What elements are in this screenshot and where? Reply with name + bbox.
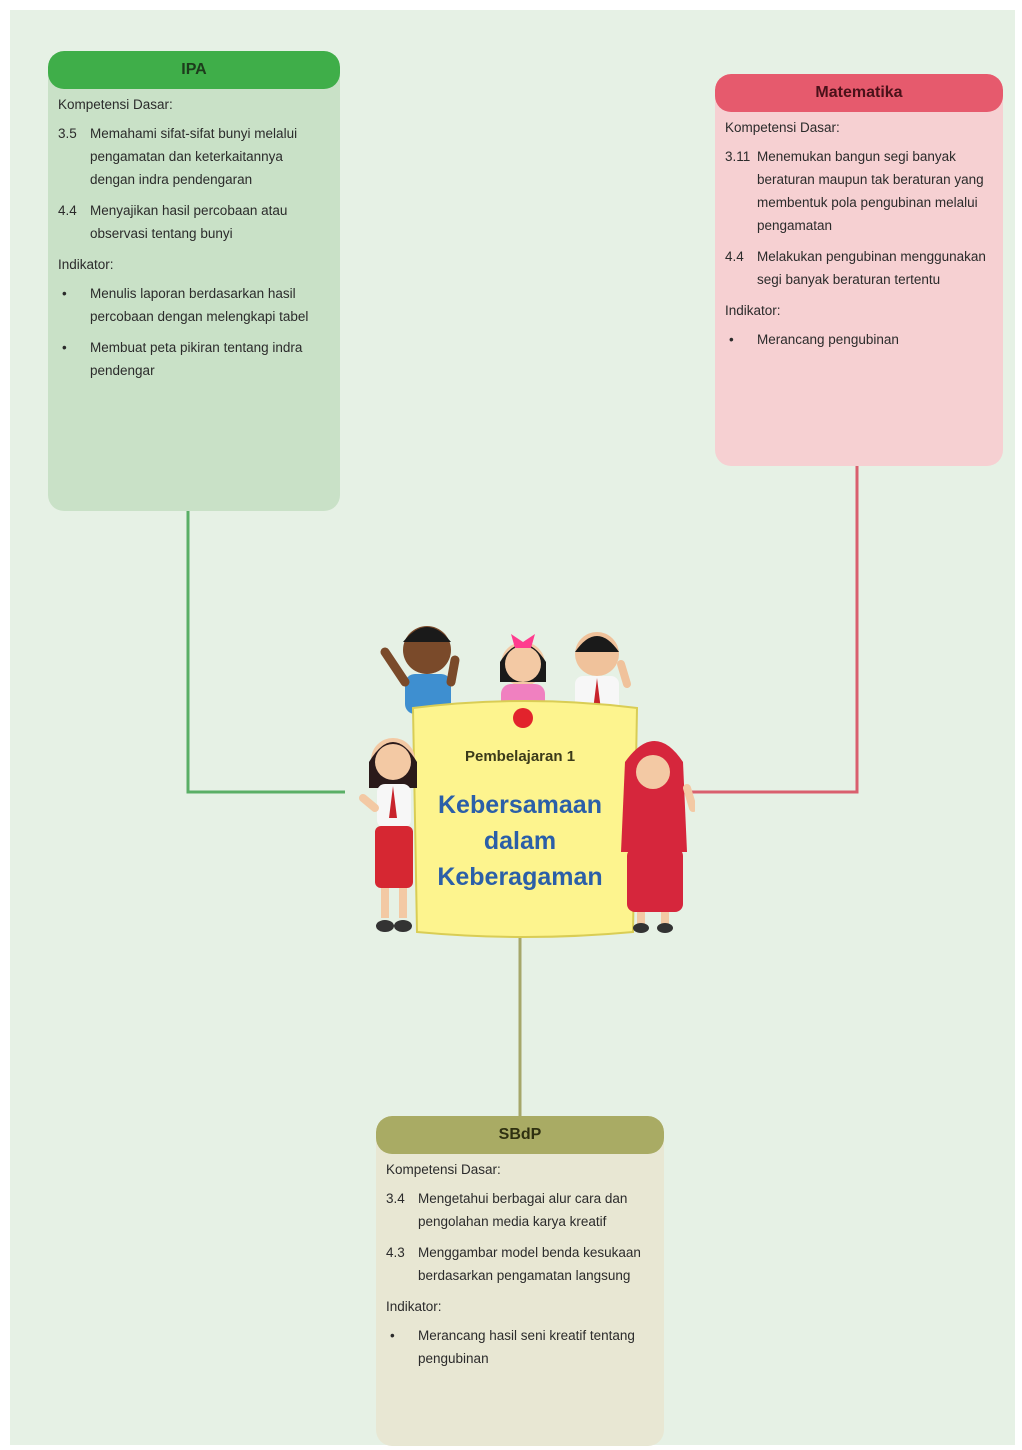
kd-number: 4.4 — [725, 249, 744, 264]
indicator-item: • Merancang pengubinan — [725, 328, 991, 351]
card-title: SBdP — [376, 1116, 664, 1154]
boy-left-figure — [380, 626, 460, 714]
kd-text: Menemukan bangun segi banyak beraturan m… — [757, 149, 984, 233]
kd-number: 3.11 — [725, 149, 751, 164]
kd-item: 4.3 Menggambar model benda kesukaan berd… — [386, 1241, 652, 1287]
card-sbdp: SBdP Kompetensi Dasar: 3.4 Mengetahui be… — [376, 1116, 664, 1446]
indicator-item: • Merancang hasil seni kreatif tentang p… — [386, 1324, 652, 1370]
boy-right-figure — [575, 632, 631, 714]
kd-label: Kompetensi Dasar: — [725, 120, 840, 135]
girl-left-figure — [359, 738, 417, 932]
kd-label: Kompetensi Dasar: — [386, 1162, 501, 1177]
bullet-icon: • — [729, 332, 734, 347]
bullet-icon: • — [62, 286, 67, 301]
bullet-icon: • — [62, 340, 67, 355]
indicator-item: • Membuat peta pikiran tentang indra pen… — [58, 336, 328, 382]
kd-number: 4.4 — [58, 203, 77, 218]
indicator-label: Indikator: — [386, 1299, 442, 1314]
indicator-text: Menulis laporan berdasarkan hasil percob… — [90, 286, 309, 324]
kd-item: 4.4 Menyajikan hasil percobaan atau obse… — [58, 199, 328, 245]
indicator-text: Merancang pengubinan — [757, 332, 899, 347]
card-title: IPA — [48, 51, 340, 89]
theme-title: Kebersamaan dalam Keberagaman — [437, 791, 603, 891]
kd-item: 3.5 Memahami sifat-sifat bunyi melalui p… — [58, 122, 328, 191]
girl-right-figure — [621, 741, 695, 933]
indicator-text: Membuat peta pikiran tentang indra pende… — [90, 340, 303, 378]
indicator-item: • Menulis laporan berdasarkan hasil perc… — [58, 282, 328, 328]
pin-icon — [513, 708, 533, 728]
indicator-label: Indikator: — [725, 303, 781, 318]
card-title: Matematika — [715, 74, 1003, 112]
children-illustration — [359, 626, 695, 938]
bullet-icon: • — [390, 1328, 395, 1343]
kd-label: Kompetensi Dasar: — [58, 97, 173, 112]
center-title-block: Pembelajaran 1 Kebersamaan dalam Keberag… — [410, 748, 630, 895]
kd-text: Menyajikan hasil percobaan atau observas… — [90, 203, 288, 241]
kd-text: Memahami sifat-sifat bunyi melalui penga… — [90, 126, 298, 187]
indicator-label: Indikator: — [58, 257, 114, 272]
kd-item: 3.11 Menemukan bangun segi banyak beratu… — [725, 145, 991, 237]
kd-item: 4.4 Melakukan pengubinan menggunakan seg… — [725, 245, 991, 291]
lesson-subtitle: Pembelajaran 1 — [464, 748, 576, 765]
connector-ipa — [186, 511, 345, 794]
kd-item: 3.4 Mengetahui berbagai alur cara dan pe… — [386, 1187, 652, 1233]
kd-text: Mengetahui berbagai alur cara dan pengol… — [418, 1191, 628, 1229]
indicator-text: Merancang hasil seni kreatif tentang pen… — [418, 1328, 635, 1366]
connector-matematika — [688, 466, 859, 794]
card-matematika: Matematika Kompetensi Dasar: 3.11 Menemu… — [715, 74, 1003, 466]
kd-text: Menggambar model benda kesukaan berdasar… — [418, 1245, 641, 1283]
kd-number: 3.4 — [386, 1191, 405, 1206]
kd-text: Melakukan pengubinan menggunakan segi ba… — [757, 249, 986, 287]
card-ipa: IPA Kompetensi Dasar: 3.5 Memahami sifat… — [48, 51, 340, 511]
kd-number: 4.3 — [386, 1245, 405, 1260]
kd-number: 3.5 — [58, 126, 77, 141]
